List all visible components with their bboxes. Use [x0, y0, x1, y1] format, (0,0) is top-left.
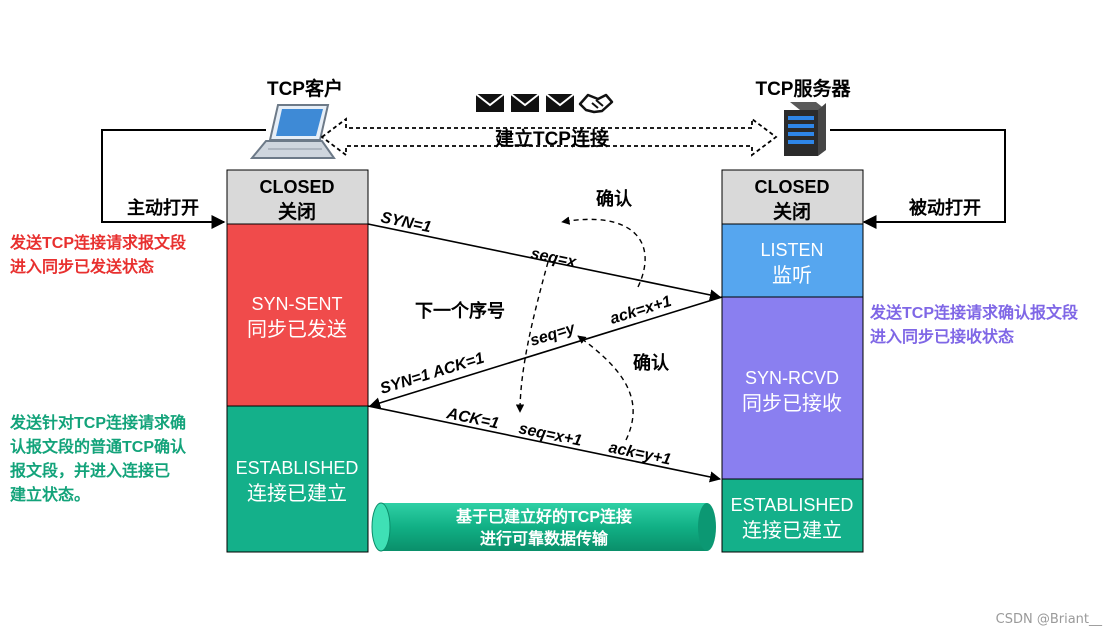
client-established-zh: 连接已建立 — [247, 482, 347, 505]
laptop-icon — [249, 104, 336, 159]
client-note-2: 发送针对TCP连接请求确 认报文段的普通TCP确认 报文段，并进入连接已 建立状… — [9, 413, 187, 504]
server-state-column — [721, 169, 864, 553]
svg-text:建立状态。: 建立状态。 — [10, 485, 90, 504]
m2-seq: seq=y — [528, 320, 578, 350]
active-open-label: 主动打开 — [127, 197, 199, 218]
svg-text:报文段，并进入连接已: 报文段，并进入连接已 — [10, 461, 170, 480]
server-established-zh: 连接已建立 — [742, 519, 842, 542]
server-icon — [784, 102, 826, 156]
server-state-syn-rcvd — [722, 297, 863, 479]
svg-text:发送TCP连接请求报文段: 发送TCP连接请求报文段 — [9, 233, 187, 252]
passive-open-label: 被动打开 — [909, 197, 981, 218]
client-syn-sent-zh: 同步已发送 — [247, 318, 347, 341]
watermark: CSDN @Briant__ — [995, 612, 1102, 627]
server-title: TCP服务器 — [755, 77, 851, 100]
m3-seq: seq=x+1 — [517, 420, 583, 450]
svg-text:进入同步已接收状态: 进入同步已接收状态 — [870, 327, 1014, 346]
connection-dashed-arrow — [320, 117, 778, 157]
server-established-en: ESTABLISHED — [731, 495, 854, 515]
client-closed-en: CLOSED — [259, 177, 334, 197]
connection-label: 建立TCP连接 — [495, 127, 609, 150]
client-note-1: 发送TCP连接请求报文段 进入同步已发送状态 — [9, 233, 187, 276]
server-state-closed — [722, 170, 863, 224]
server-syn-rcvd-zh: 同步已接收 — [742, 392, 842, 415]
handshake-icon — [578, 93, 614, 114]
confirm-2-curve — [577, 335, 634, 441]
active-open-line — [101, 129, 266, 229]
svg-text:进入同步已发送状态: 进入同步已发送状态 — [10, 257, 154, 276]
client-closed-zh: 关闭 — [278, 200, 316, 223]
envelope-icon — [510, 93, 540, 112]
next-seq-curve — [515, 261, 549, 413]
server-listen-zh: 监听 — [772, 264, 812, 287]
confirm-2-label: 确认 — [633, 352, 670, 373]
envelope-icon — [545, 93, 575, 112]
m2-label: SYN=1 ACK=1 — [378, 350, 486, 398]
syn-arrow — [367, 223, 722, 301]
server-closed-zh: 关闭 — [773, 200, 811, 223]
m3-ack: ack=y+1 — [607, 439, 672, 468]
server-listen-en: LISTEN — [760, 240, 823, 260]
client-established-en: ESTABLISHED — [236, 458, 359, 478]
client-syn-sent-en: SYN-SENT — [251, 294, 342, 314]
svg-text:发送TCP连接请求确认报文段: 发送TCP连接请求确认报文段 — [869, 303, 1079, 322]
envelope-icon — [475, 93, 505, 112]
data-transfer-pipe — [371, 502, 716, 552]
ack-arrow — [367, 405, 722, 483]
next-seq-label: 下一个序号 — [415, 300, 505, 321]
m3-label: ACK=1 — [444, 405, 500, 433]
confirm-1-label: 确认 — [596, 188, 633, 209]
client-state-established — [227, 406, 368, 552]
syn-ack-arrow — [368, 296, 723, 409]
client-title: TCP客户 — [267, 77, 343, 100]
server-state-established — [722, 479, 863, 552]
client-state-column — [226, 169, 369, 553]
svg-text:认报文段的普通TCP确认: 认报文段的普通TCP确认 — [10, 437, 187, 456]
server-closed-en: CLOSED — [754, 177, 829, 197]
confirm-1-curve — [561, 216, 646, 288]
svg-text:发送针对TCP连接请求确: 发送针对TCP连接请求确 — [9, 413, 186, 432]
m1-seq: seq=x — [529, 245, 578, 271]
pipe-label-line-1: 基于已建立好的TCP连接 — [455, 507, 632, 526]
pipe-label-line-2: 进行可靠数据传输 — [480, 529, 609, 548]
client-state-closed — [227, 170, 368, 224]
client-state-syn-sent — [227, 224, 368, 406]
passive-open-line — [830, 129, 1006, 229]
server-note: 发送TCP连接请求确认报文段 进入同步已接收状态 — [869, 303, 1079, 346]
server-syn-rcvd-en: SYN-RCVD — [745, 368, 839, 388]
server-state-listen — [722, 224, 863, 297]
